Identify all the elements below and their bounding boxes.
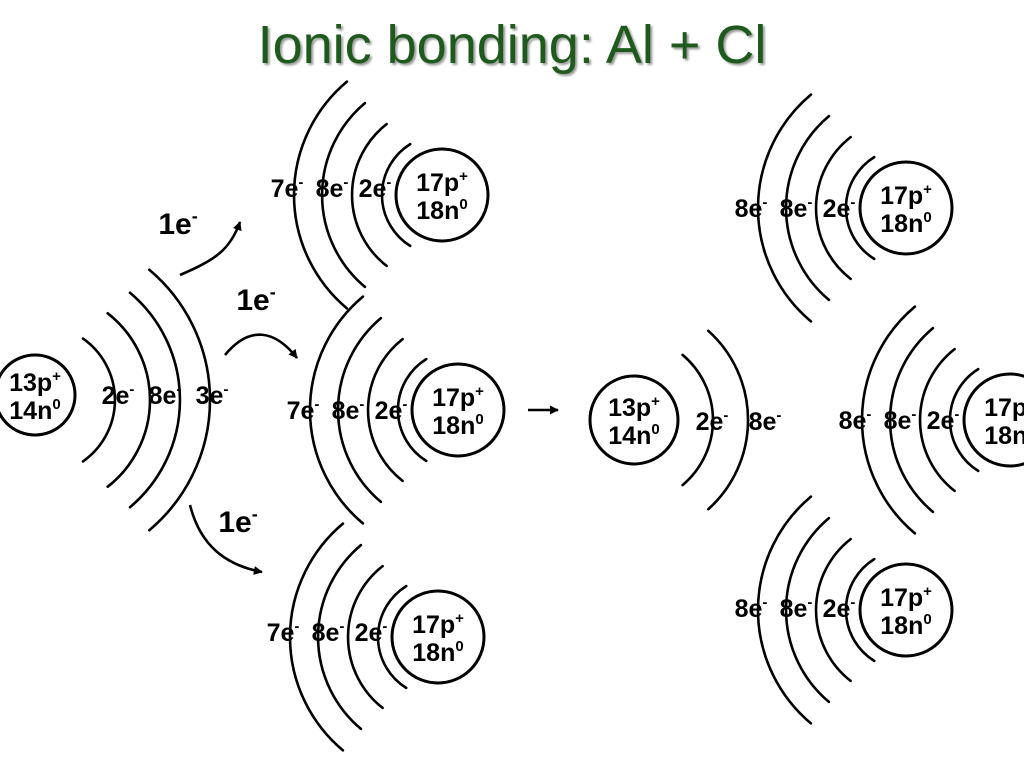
cl-ion-bottom-shell-middle [814,537,852,683]
cl-ion-middle-shell-label-middle: 8e- [884,406,917,435]
cl-ion-top-shell-outer [784,114,831,302]
cl-ion-middle-nucleus-protons: 17p+ [984,393,1024,422]
al-shell-4 [148,268,212,532]
cl-atom-bottom-shell-inner [376,584,408,690]
cl-ion-bottom-shell-label-outer: 8e- [735,594,768,623]
cl-atom-bottom-nucleus-protons: 17p+ [412,610,464,639]
cl-atom-top-shell-outer-2 [292,80,349,310]
al-atom-nucleus [0,353,77,437]
al-ion-nucleus-neutrons: 14n0 [608,421,659,450]
cl-ion-middle-nucleus-neutrons: 18n0 [984,421,1024,450]
cl-ion-top-shell-label-inner: 2e- [823,194,856,223]
cl-atom-top-shell-label-inner: 2e- [359,174,392,203]
cl-atom-middle-shell-inner [396,357,428,463]
cl-atom-bottom-shell-middle [346,564,384,710]
cl-atom-bottom-nucleus [390,589,486,685]
cl-atom-top-shell-inner [380,142,412,248]
cl-ion-bottom-nucleus-neutrons: 18n0 [880,611,931,640]
cl-ion-top-shell-label-middle: 8e- [780,194,813,223]
cl-atom-top-shell-outer [320,101,367,289]
al-atom-nucleus-neutrons: 14n0 [9,396,60,425]
cl-atom-top-nucleus-protons: 17p+ [416,168,468,197]
cl-ion-middle-shell-outer [888,326,935,514]
cl-atom-bottom-nucleus-neutrons: 18n0 [412,638,463,667]
cl-ion-middle-shell-outer-2 [860,305,917,535]
transfer-label-bottom: 1e- [218,504,257,539]
cl-ion-top-shell-label-outer: 8e- [735,194,768,223]
transfer-label-top: 1e- [158,206,197,241]
transfer-label-middle: 1e- [236,282,275,317]
al-shell-1 [81,337,117,463]
cl-atom-middle-shell-middle [366,337,404,483]
cl-ion-bottom-shell-inner [844,557,876,663]
transfer-arrow-bottom [188,504,263,575]
al-ion-shell-2 [707,329,750,511]
cl-atom-bottom-shell-label-middle: 8e- [312,618,345,647]
cl-ion-bottom-shell-outer-2 [756,495,813,725]
cl-ion-bottom-nucleus-protons: 17p+ [880,583,932,612]
cl-atom-top-nucleus [394,147,490,243]
transfer-arrow-top [179,221,242,277]
cl-atom-top-shell-middle [350,122,388,268]
cl-atom-top-shell-label-outer: 7e- [271,174,304,203]
al-ion-shell-label-1: 2e- [696,407,729,436]
cl-ion-middle-nucleus [962,372,1024,468]
cl-atom-middle-nucleus-protons: 17p+ [432,383,484,412]
al-ion-shell-1 [681,353,715,487]
cl-atom-top-shell-label-middle: 8e- [316,174,349,203]
al-atom-nucleus-protons: 13p+ [9,368,61,397]
cl-ion-top-shell-inner [844,155,876,261]
al-shell-2 [106,312,152,488]
al-shell-label-2: 8e- [149,381,182,410]
nuclei [0,147,1024,685]
transfer-arrow-middle [224,333,299,359]
electron-shells [81,80,980,752]
arrows [179,221,559,575]
cl-ion-bottom-nucleus [858,562,954,658]
cl-atom-middle-shell-label-outer: 7e- [287,396,320,425]
cl-ion-middle-shell-middle [918,347,956,493]
cl-atom-bottom-shell-outer-2 [288,522,345,752]
al-ion-shell-label-2: 8e- [749,407,782,436]
al-ion-nucleus-protons: 13p+ [608,393,660,422]
cl-atom-bottom-shell-label-outer: 7e- [267,618,300,647]
al-shell-label-3: 3e- [196,381,229,410]
cl-atom-middle-shell-outer-2 [308,295,365,525]
cl-atom-top-nucleus-neutrons: 18n0 [416,196,467,225]
cl-ion-top-nucleus-neutrons: 18n0 [880,209,931,238]
cl-atom-middle-nucleus [410,362,506,458]
al-ion-nucleus [588,374,680,466]
cl-atom-bottom-shell-outer [316,543,363,731]
cl-ion-bottom-shell-label-inner: 2e- [823,594,856,623]
cl-atom-bottom-shell-label-inner: 2e- [355,618,388,647]
cl-atom-middle-nucleus-neutrons: 18n0 [432,411,483,440]
cl-ion-middle-shell-label-inner: 2e- [927,406,960,435]
cl-ion-bottom-shell-label-middle: 8e- [780,594,813,623]
cl-atom-middle-shell-label-middle: 8e- [332,396,365,425]
cl-ion-middle-shell-inner [948,367,980,473]
cl-ion-top-nucleus [858,160,954,256]
al-shell-3 [128,291,182,509]
cl-ion-top-shell-middle [814,135,852,281]
cl-ion-bottom-shell-outer [784,516,831,704]
cl-atom-middle-shell-outer [336,316,383,504]
slide-title: Ionic bonding: Al + Cl [257,15,767,75]
cl-ion-top-nucleus-protons: 17p+ [880,181,932,210]
cl-atom-middle-shell-label-inner: 2e- [375,396,408,425]
cl-ion-middle-shell-label-outer: 8e- [839,406,872,435]
al-shell-label-1: 2e- [102,381,135,410]
cl-ion-top-shell-outer-2 [756,93,813,323]
